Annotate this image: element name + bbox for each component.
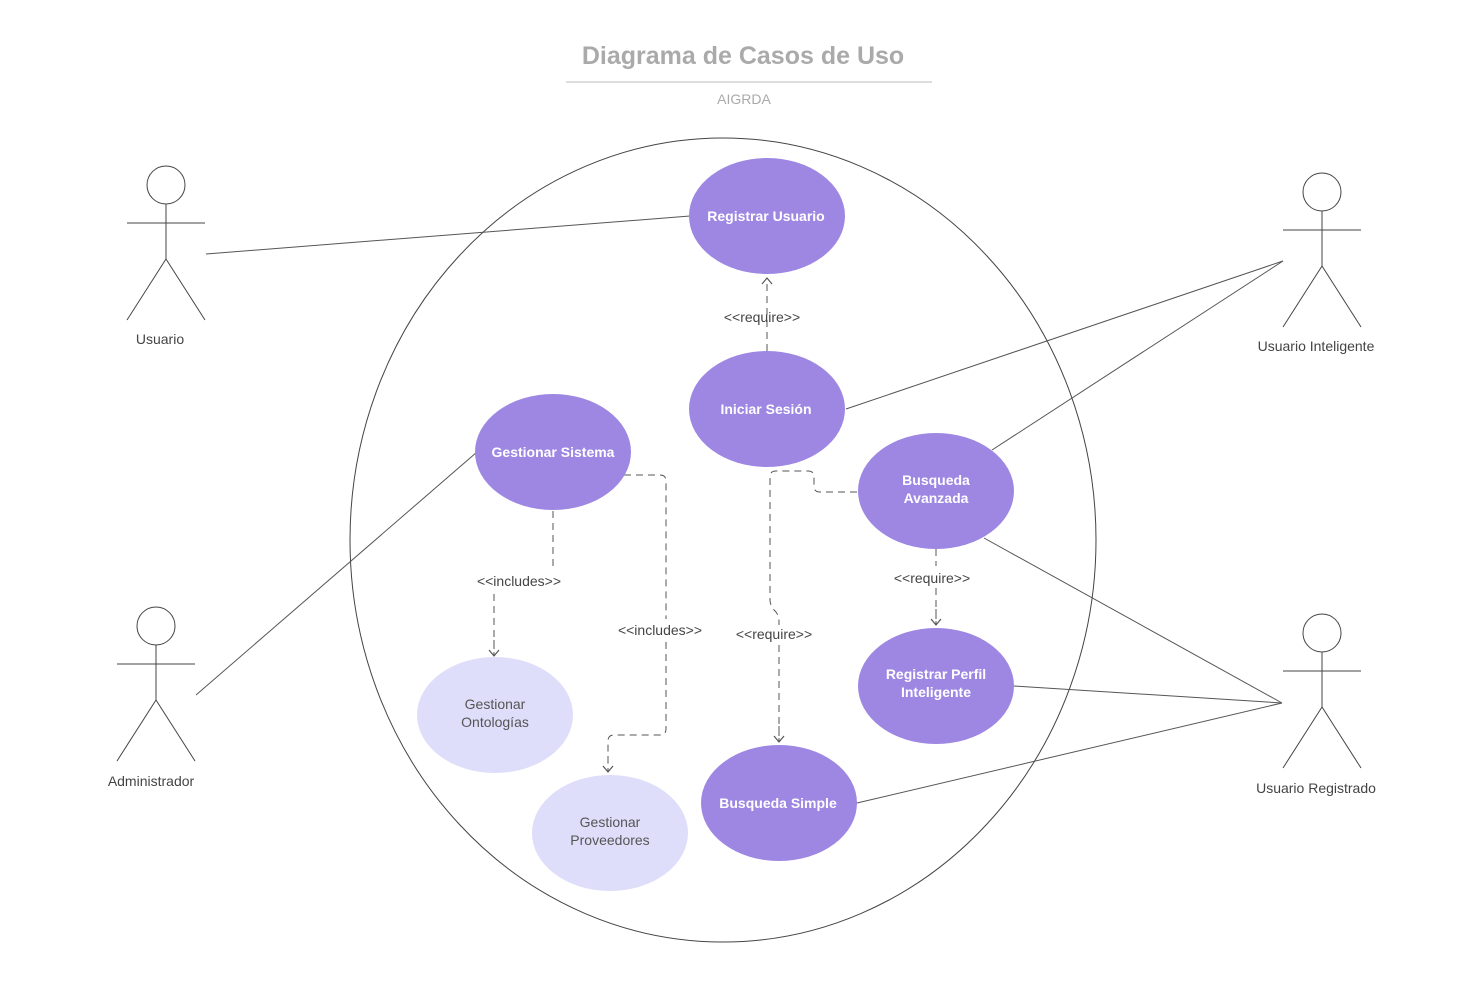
usecase-label-line-1: Gestionar (580, 814, 641, 830)
actor-administrador[interactable] (116, 606, 196, 762)
actor-head-icon (1302, 613, 1342, 653)
label-require: <<require>> (736, 626, 812, 642)
usecase-gestionar-ontologias[interactable]: Gestionar Ontologías (417, 657, 573, 773)
usecase-label: Iniciar Sesión (720, 401, 811, 417)
usecase-registrar-perfil-inteligente[interactable]: Registrar Perfil Inteligente (858, 628, 1014, 744)
actor-head-icon (1302, 172, 1342, 212)
assoc-inteligente-sesion (845, 260, 1284, 410)
assoc-inteligente-avanzada (991, 260, 1284, 451)
usecase-busqueda-avanzada[interactable]: Busqueda Avanzada (858, 433, 1014, 549)
dependencies (488, 277, 942, 773)
assoc-registrado-simple (856, 702, 1283, 804)
actor-head-icon (146, 165, 186, 205)
usecase-gestionar-proveedores[interactable]: Gestionar Proveedores (532, 775, 688, 891)
usecase-iniciar-sesion[interactable]: Iniciar Sesión (689, 351, 845, 467)
diagram-title: Diagrama de Casos de Uso (582, 42, 904, 70)
actor-usuario[interactable] (126, 165, 206, 321)
associations (195, 215, 1284, 804)
usecase-label-line-2: Inteligente (901, 684, 971, 700)
actor-usuario-registrado[interactable] (1282, 613, 1362, 769)
system-boundary (349, 137, 1097, 943)
usecase-label: Gestionar Sistema (492, 444, 615, 460)
dep-avanzada-simple (769, 470, 857, 742)
assoc-usuario-registrar (205, 215, 691, 255)
actor-label-usuario: Usuario (136, 331, 184, 347)
usecase-registrar-usuario[interactable]: Registrar Usuario (689, 158, 845, 274)
actor-usuario-inteligente[interactable] (1282, 172, 1362, 328)
assoc-registrado-perfil (1013, 685, 1283, 704)
label-require: <<require>> (724, 309, 800, 325)
actor-head-icon (136, 606, 176, 646)
usecase-label-line-2: Avanzada (904, 490, 969, 506)
usecase-label: Registrar Usuario (707, 208, 824, 224)
usecase-label-line-1: Busqueda (902, 472, 970, 488)
usecase-label-line-2: Proveedores (570, 832, 649, 848)
label-includes: <<includes>> (618, 622, 702, 638)
usecase-label-line-1: Registrar Perfil (886, 666, 986, 682)
assoc-admin-gestionar (195, 451, 478, 696)
usecase-busqueda-simple[interactable]: Busqueda Simple (701, 745, 857, 861)
actor-label-administrador: Administrador (108, 773, 195, 789)
diagram-subtitle: AIGRDA (717, 91, 771, 107)
actor-label-usuario-registrado: Usuario Registrado (1256, 780, 1376, 796)
dep-gestionar-proveedores (607, 474, 667, 772)
label-require: <<require>> (894, 570, 970, 586)
assoc-registrado-avanzada (983, 537, 1283, 704)
usecase-label-line-2: Ontologías (461, 714, 529, 730)
label-includes: <<includes>> (477, 573, 561, 589)
usecase-gestionar-sistema[interactable]: Gestionar Sistema (475, 394, 631, 510)
usecase-label-line-1: Gestionar (465, 696, 526, 712)
actor-label-usuario-inteligente: Usuario Inteligente (1258, 338, 1375, 354)
usecase-label: Busqueda Simple (719, 795, 837, 811)
